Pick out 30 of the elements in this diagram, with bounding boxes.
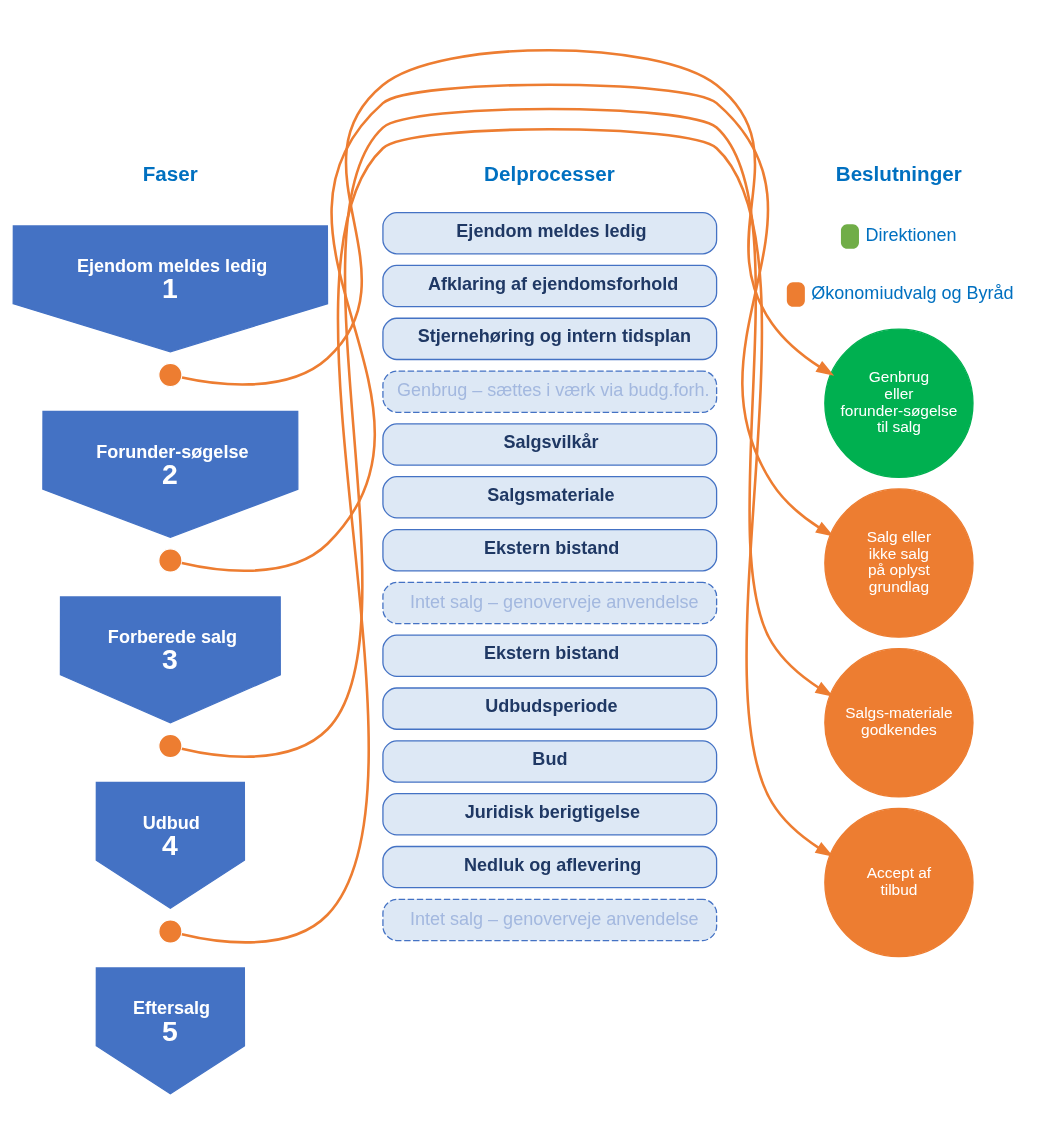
arrow xyxy=(181,48,835,386)
node-circle: Salgs-materiale godkendes xyxy=(824,648,974,798)
node-box: Intet salg – genoverveje anvendelse xyxy=(382,898,718,942)
node-box: Genbrug – sættes i værk via budg.forh. xyxy=(382,370,718,413)
node-circle: Salg eller ikke salg på oplyst grundlag xyxy=(824,488,974,638)
node-box: Intet salg – genoverveje anvendelse xyxy=(382,581,718,625)
node-box: Bud xyxy=(382,740,718,783)
node-box: Salgsmateriale xyxy=(382,476,718,519)
arrow xyxy=(181,83,834,572)
node-circle: Accept af tilbud xyxy=(824,807,974,958)
node-circle xyxy=(158,548,183,573)
node-box: Salgsvilkår xyxy=(382,423,718,466)
label: Beslutninger xyxy=(835,162,962,186)
node-box: Nedluk og aflevering xyxy=(382,845,718,889)
node-box: Ejendom meldes ledig xyxy=(382,211,718,255)
legend-label: Direktionen xyxy=(865,225,957,246)
node-box: Ekstern bistand xyxy=(382,634,718,678)
node-box: Stjernehøring og intern tidsplan xyxy=(382,317,718,361)
node-box: Udbudsperiode xyxy=(382,687,718,730)
node-box: Juridisk berigtigelse xyxy=(382,793,718,836)
node-box: Afklaring af ejendomsforhold xyxy=(382,264,718,308)
label: Faser xyxy=(142,162,198,186)
node-circle xyxy=(158,362,183,388)
arrow xyxy=(181,107,834,758)
node-circle xyxy=(158,919,183,944)
label: Delprocesser xyxy=(484,162,615,186)
legend-label: Økonomiudvalg og Byråd xyxy=(811,283,1014,304)
node-circle xyxy=(158,733,183,759)
node-circle: Genbrug eller forunder-søgelse til salg xyxy=(824,328,974,478)
node-box: Ekstern bistand xyxy=(382,528,718,572)
